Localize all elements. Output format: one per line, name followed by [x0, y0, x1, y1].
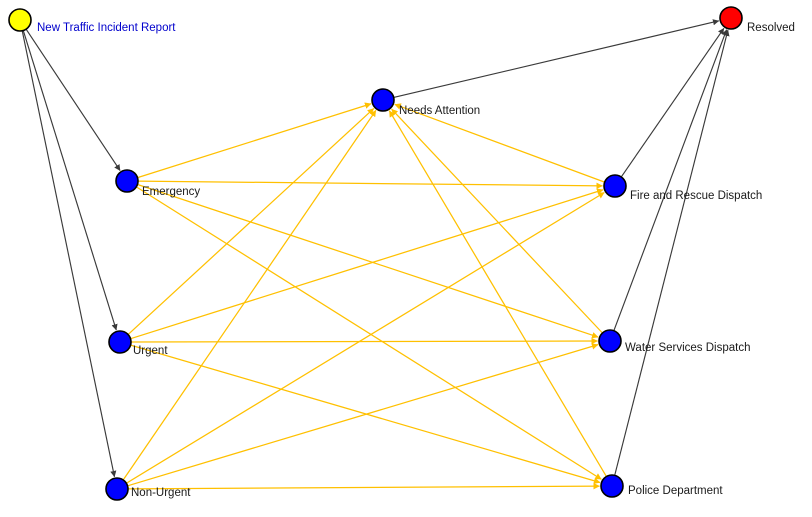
node-water[interactable]	[598, 329, 622, 353]
node-start[interactable]	[8, 8, 32, 32]
edge-urgent-to-fire	[130, 188, 604, 340]
edge-emergency-to-attention	[137, 102, 372, 179]
node-emergency[interactable]	[115, 169, 139, 193]
node-label-water: Water Services Dispatch	[625, 342, 750, 354]
node-label-fire: Fire and Rescue Dispatch	[630, 190, 762, 202]
node-label-nonurgent: Non-Urgent	[131, 487, 191, 499]
edge-emergency-to-water	[137, 184, 599, 339]
node-label-layer: New Traffic Incident Report ResolvedNeeds…	[37, 22, 795, 499]
control-edge-layer	[21, 19, 730, 478]
edge-emergency-to-fire	[138, 180, 603, 190]
node-fire[interactable]	[603, 174, 627, 198]
node-urgent[interactable]	[108, 330, 132, 354]
node-attention[interactable]	[371, 88, 395, 112]
edge-attention-to-resolved	[394, 19, 720, 98]
edge-start-to-nonurgent	[21, 31, 117, 478]
edge-nonurgent-to-attention	[122, 109, 377, 480]
edge-fire-to-resolved	[621, 27, 725, 177]
node-label-start: New Traffic Incident Report	[37, 22, 176, 34]
edge-urgent-to-water	[131, 337, 598, 345]
edge-start-to-emergency	[25, 29, 121, 171]
edge-water-to-resolved	[613, 29, 728, 331]
edge-police-to-resolved	[614, 29, 730, 475]
edge-emergency-to-police	[136, 186, 602, 480]
node-layer	[8, 6, 743, 501]
node-police[interactable]	[600, 474, 624, 498]
edge-start-to-urgent	[22, 30, 118, 331]
node-label-emergency: Emergency	[142, 186, 200, 198]
edge-urgent-to-attention	[128, 108, 375, 335]
node-label-police: Police Department	[628, 485, 723, 497]
node-resolved[interactable]	[719, 6, 743, 30]
edge-police-to-attention	[388, 110, 607, 477]
node-label-attention: Needs Attention	[399, 105, 480, 117]
edge-nonurgent-to-police	[128, 482, 600, 490]
node-label-resolved: Resolved	[747, 22, 795, 34]
edge-fire-to-attention	[394, 103, 605, 183]
edge-nonurgent-to-water	[127, 343, 599, 487]
flow-edge-layer	[122, 102, 607, 490]
node-nonurgent[interactable]	[105, 477, 129, 501]
edge-nonurgent-to-fire	[126, 191, 605, 484]
edge-water-to-attention	[391, 108, 603, 334]
node-label-urgent: Urgent	[133, 345, 168, 357]
